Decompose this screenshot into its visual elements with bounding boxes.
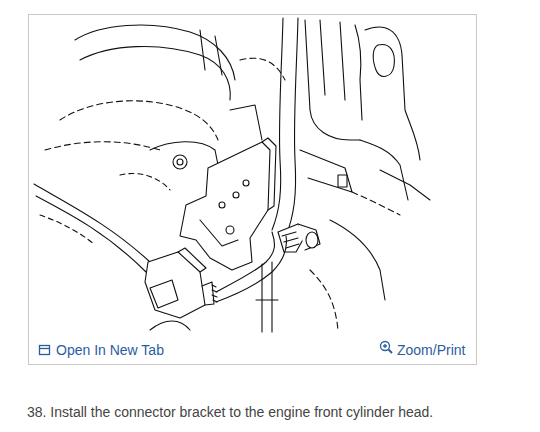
toolbar-link: Open In New Tab: [56, 342, 164, 358]
toolbar-link: Zoom/Print: [397, 342, 465, 358]
engine-drawing: [34, 18, 430, 332]
caption: 38. Install the connector bracket to the…: [27, 404, 433, 420]
image-area: [30, 17, 475, 337]
image-frame: [29, 15, 477, 365]
